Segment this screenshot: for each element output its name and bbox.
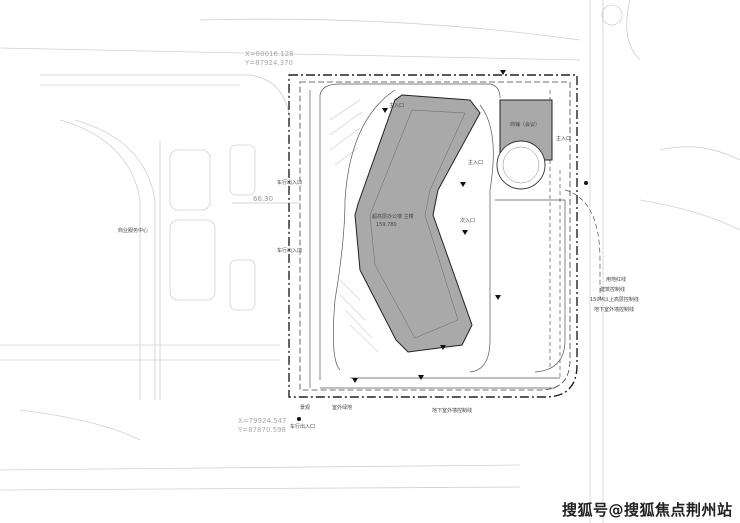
annex-label: 商铺（会议） [510,122,541,128]
coordinate-top: X=80016.128 Y=87924.370 [245,50,294,68]
tower-label: 超高层办公楼 主楼 [372,214,414,220]
annex-entrance-label: 主入口 [556,136,572,142]
entrance-markers [297,70,588,421]
coordinate-bottom-y: Y=87870.598 [238,426,286,434]
main-tower [354,94,481,353]
legend-basement-control: 地下室外墙控制线 [594,307,635,313]
coordinate-top-x: X=80016.128 [245,50,294,58]
bottom-note-2: 室外绿地 [332,405,353,411]
site-boundary [288,74,578,398]
secondary-entrance-label: 次入口 [460,218,476,224]
coordinate-top-y: Y=87924.370 [245,59,293,67]
internal-roads [309,83,601,389]
vehicle-entrance-label-3: 车行出入口 [290,424,316,430]
legend-150m-control: 150M以上高层控制线 [590,297,639,303]
vehicle-entrance-label-2: 车行出入口 [277,248,303,254]
annex-rotunda [496,140,546,190]
legend-site-boundary: 用地红线 [606,277,627,283]
coordinate-bottom-x: X=79924.547 [238,417,287,425]
bottom-note-3: 地下室外墙控制线 [432,408,473,414]
vehicle-entrance-label: 车行出入口 [277,180,303,186]
tower-height: 159.780 [376,222,397,228]
commercial-center-label: 商业服务中心 [118,228,149,234]
coordinate-bottom: X=79924.547 Y=87870.598 [238,417,287,435]
bottom-note-1: 景观 [300,405,311,411]
main-entrance-label: 主入口 [389,103,405,109]
elevation-label: 66.30 [253,195,274,203]
watermark: 搜狐号@搜狐焦点荆州站 [562,501,733,519]
main-entrance-label-2: 主入口 [468,160,484,166]
legend-building-control: 建筑控制线 [600,287,626,293]
landscape-hatch [329,99,379,353]
building-control-line [299,81,571,391]
tower-core-outline [369,109,466,339]
